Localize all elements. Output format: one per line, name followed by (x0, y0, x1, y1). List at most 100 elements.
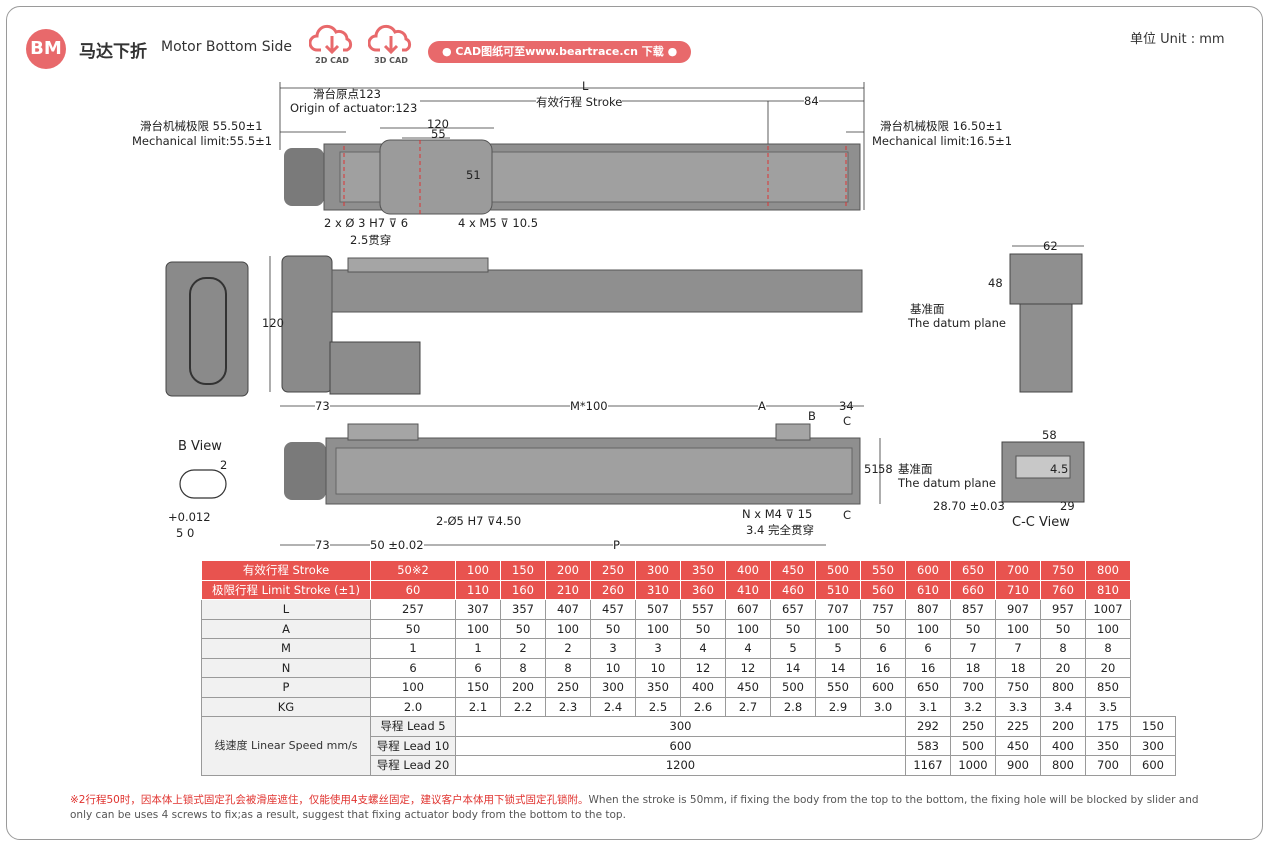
dim-62: 62 (1043, 239, 1058, 253)
row-header: M (201, 638, 371, 659)
datum2-en: The datum plane (898, 476, 996, 490)
b-view-title: B View (178, 439, 222, 454)
cad-download-link[interactable]: ● CAD图纸可至www.beartrace.cn 下载 ● (428, 41, 692, 63)
speed-cell: 400 (1040, 735, 1086, 756)
stroke-cell: 500 (815, 560, 861, 581)
table-cell: 857 (950, 599, 996, 620)
table-cell: 907 (995, 599, 1041, 620)
dim-58: 58 (1042, 428, 1057, 442)
table-cell: 607 (725, 599, 771, 620)
table-cell: 307 (455, 599, 501, 620)
b-view-slot (179, 469, 227, 499)
limit-right-cn: 滑台机械极限 16.50±1 (880, 119, 1003, 133)
cloud-download-icon (309, 24, 353, 55)
dim-48: 48 (988, 276, 1003, 290)
limit-left-en: Mechanical limit:55.5±1 (132, 134, 273, 148)
dim-2: 2 (220, 458, 228, 472)
stroke-cell: 200 (545, 560, 591, 581)
limit-cell: 560 (860, 579, 906, 600)
technical-drawing (165, 82, 1085, 546)
stroke-cell: 350 (680, 560, 726, 581)
table-cell: 7 (950, 638, 996, 659)
table-cell: 3.2 (950, 696, 996, 717)
stroke-header: 有效行程 Stroke (201, 560, 371, 581)
cad-2d-button[interactable]: 2D CAD (304, 22, 360, 65)
dim-P: P (613, 538, 620, 552)
hole-spec-3: 2-Ø5 H7 ⊽4.50 (436, 514, 522, 528)
table-cell: 407 (545, 599, 591, 620)
table-cell: 100 (995, 618, 1041, 639)
table-cell: 20 (1085, 657, 1131, 678)
table-cell: 8 (1085, 638, 1131, 659)
table-cell: 650 (905, 677, 951, 698)
speed-cell: 1000 (950, 755, 996, 776)
speed-cell: 250 (950, 716, 996, 737)
table-cell: 557 (680, 599, 726, 620)
motor-bottom-view (284, 442, 326, 500)
limit-cell: 210 (545, 579, 591, 600)
table-cell: 8 (545, 657, 591, 678)
limit-cell: 660 (950, 579, 996, 600)
footnote: ※2行程50时，因本体上锁式固定孔会被滑座遮住，仅能使用4支螺丝固定，建议客户本… (70, 793, 1210, 823)
end-view-motor (1019, 303, 1073, 393)
table-cell: 7 (995, 638, 1041, 659)
dim-m100: M*100 (570, 399, 608, 413)
cad-2d-label: 2D CAD (315, 56, 349, 65)
table-cell: 10 (635, 657, 681, 678)
hole-spec-4b: 3.4 完全贯穿 (746, 523, 814, 537)
table-cell: 450 (725, 677, 771, 698)
table-cell: 2.1 (455, 696, 501, 717)
table-cell: 2 (500, 638, 546, 659)
table-cell: 14 (770, 657, 816, 678)
dim-A: A (758, 399, 766, 413)
table-cell: 100 (815, 618, 861, 639)
speed-merged-cell: 300 (455, 716, 906, 737)
speed-cell: 583 (905, 735, 951, 756)
speed-label: 线速度 Linear Speed mm/s (201, 716, 371, 776)
table-cell: 807 (905, 599, 951, 620)
stroke-cell: 600 (905, 560, 951, 581)
slider-top (379, 139, 493, 215)
origin-cn: 滑台原点123 (313, 87, 381, 101)
table-cell: 50 (950, 618, 996, 639)
motor-top-view (284, 148, 324, 206)
speed-cell: 450 (995, 735, 1041, 756)
limit-cell: 360 (680, 579, 726, 600)
dim-120: 120 (427, 117, 449, 131)
row-header: L (201, 599, 371, 620)
table-cell: 2.3 (545, 696, 591, 717)
table-cell: 100 (1085, 618, 1131, 639)
table-cell: 3.3 (995, 696, 1041, 717)
table-cell: 300 (590, 677, 636, 698)
table-cell: 500 (770, 677, 816, 698)
speed-cell: 292 (905, 716, 951, 737)
limit-cell: 410 (725, 579, 771, 600)
lead-label: 导程 Lead 10 (370, 735, 456, 756)
table-cell: 1 (455, 638, 501, 659)
limit-cell: 60 (370, 579, 456, 600)
stroke-cell: 150 (500, 560, 546, 581)
ref-C2: C (843, 508, 852, 522)
stroke-cell: 750 (1040, 560, 1086, 581)
table-cell: 50 (860, 618, 906, 639)
stroke-row: 有效行程 Stroke 50※2 100 150 200 250 300 350… (201, 560, 1176, 581)
origin-en: Origin of actuator:123 (290, 101, 418, 115)
stroke-cell: 400 (725, 560, 771, 581)
cad-3d-button[interactable]: 3D CAD (363, 22, 419, 65)
table-cell: 600 (860, 677, 906, 698)
stroke-cell: 800 (1085, 560, 1131, 581)
limit-cell: 610 (905, 579, 951, 600)
dim-50: 50 ±0.02 (370, 538, 424, 552)
stroke-cell: 700 (995, 560, 1041, 581)
motor-end-view (165, 261, 249, 397)
table-cell: 100 (725, 618, 771, 639)
limit-cell: 260 (590, 579, 636, 600)
speed-cell: 175 (1085, 716, 1131, 737)
table-cell: 100 (635, 618, 681, 639)
limit-cell: 310 (635, 579, 681, 600)
table-cell: 6 (905, 638, 951, 659)
table-cell: 757 (860, 599, 906, 620)
end-view-top (1009, 253, 1083, 305)
page-frame (6, 6, 1263, 840)
